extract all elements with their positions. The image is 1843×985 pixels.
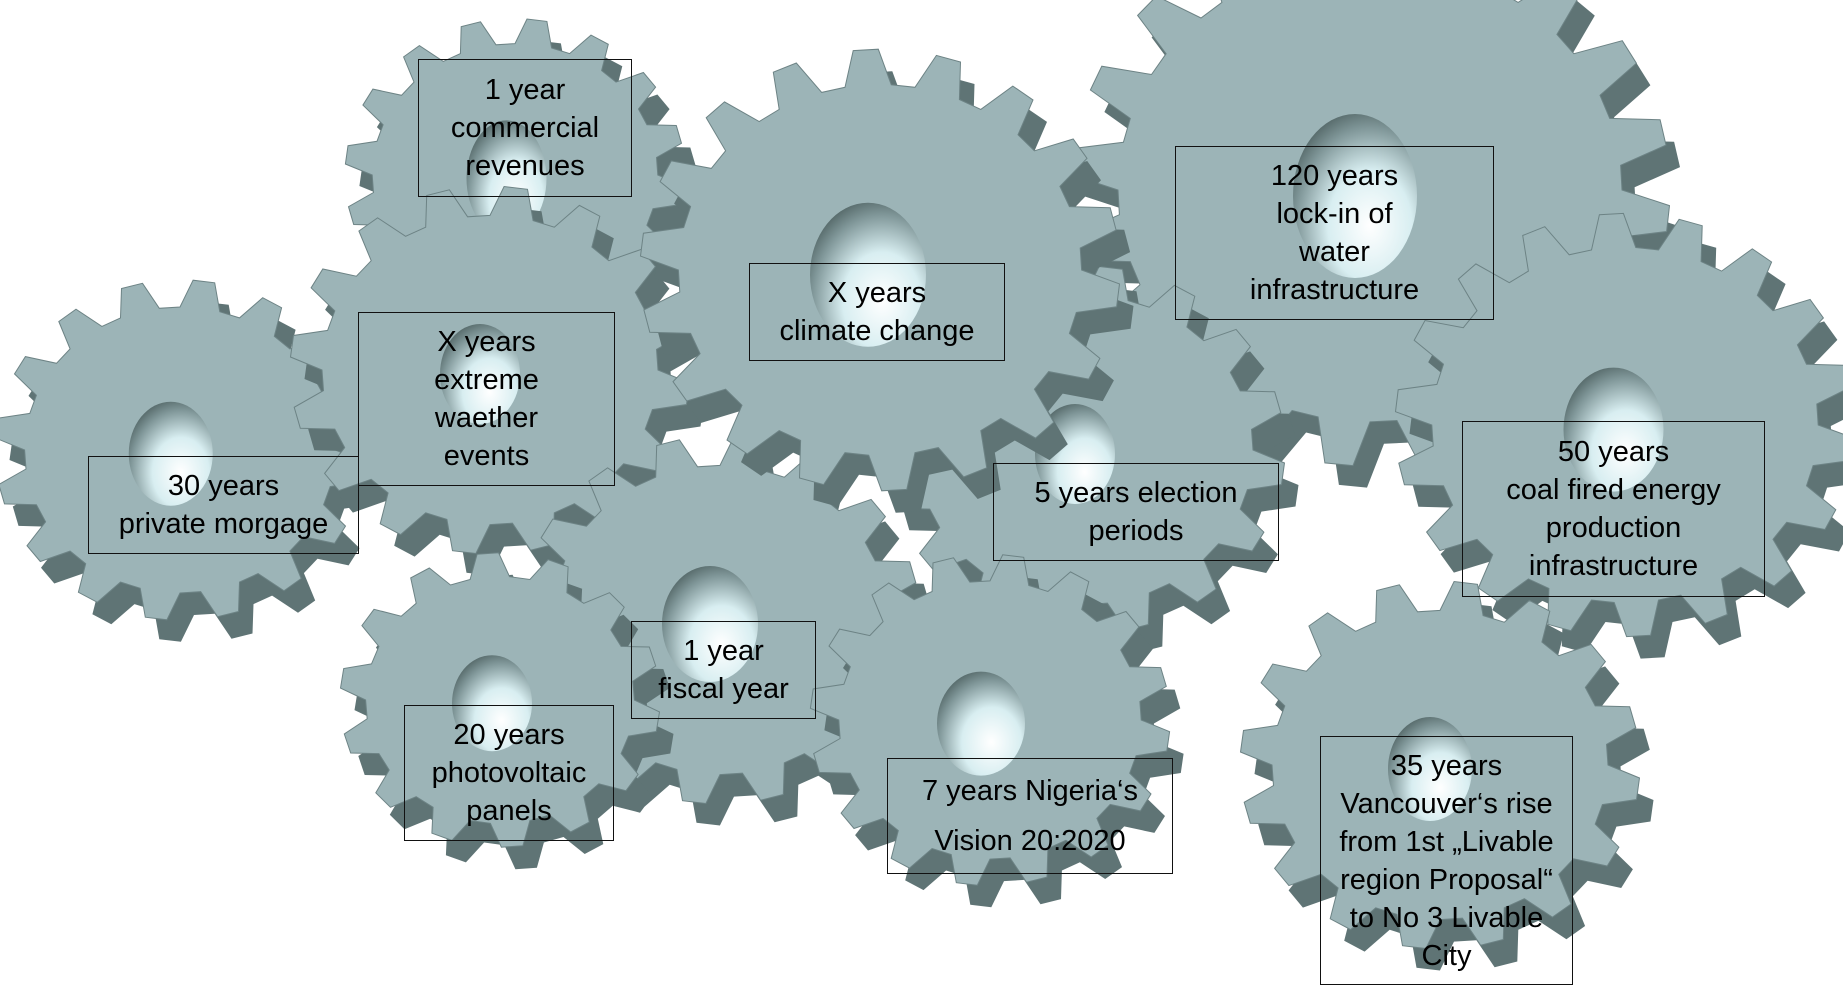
label-line: X years: [827, 277, 927, 309]
label-line: infrastructure: [1249, 274, 1420, 306]
gear-hole: [1388, 717, 1472, 821]
label-commercial-revenues: 1 year commercial revenues: [418, 59, 632, 197]
label-line: region Proposal“: [1340, 863, 1553, 896]
label-nigeria-vision: 7 years Nigeria‘s Vision 20:2020: [887, 758, 1173, 874]
label-line: revenues: [465, 150, 585, 182]
gear-bottom-middle: [809, 554, 1184, 908]
label-line: City: [1421, 939, 1472, 972]
label-line: private morgage: [118, 508, 329, 540]
gear-center: [639, 48, 1134, 513]
label-climate-change: X years climate change: [749, 263, 1005, 361]
label-extreme-weather: X years extreme waether events: [358, 312, 615, 486]
label-line: panels: [466, 795, 552, 827]
label-line: 20 years: [453, 719, 565, 751]
label-line: fiscal year: [658, 673, 789, 705]
label-line: 50 years: [1557, 436, 1670, 468]
label-line: climate change: [779, 315, 975, 347]
label-coal-energy: 50 years coal fired energy production in…: [1462, 421, 1765, 597]
gear-hole: [128, 401, 213, 506]
label-line: 1 year: [683, 635, 764, 667]
gear-hole: [1563, 367, 1664, 492]
gear-right: [1394, 212, 1843, 659]
gear-hole: [1293, 114, 1417, 278]
label-line: 120 years: [1270, 160, 1399, 192]
label-line: waether: [434, 402, 539, 434]
label-private-morgage: 30 years private morgage: [88, 456, 359, 554]
label-line: 5 years election: [1034, 477, 1238, 509]
label-election-periods: 5 years election periods: [993, 463, 1279, 561]
label-line: to No 3 Livable: [1349, 901, 1544, 934]
label-line: production: [1545, 512, 1682, 544]
label-water-infrastructure: 120 years lock-in of water infrastructur…: [1175, 146, 1494, 320]
label-line: water: [1299, 236, 1370, 268]
label-line: 1 year: [484, 74, 566, 106]
label-line: from 1st „Livable: [1339, 825, 1554, 858]
gear-bottom-right: [1239, 580, 1654, 971]
label-vancouver-livable: 35 years Vancouver‘s rise from 1st „Liva…: [1320, 736, 1573, 985]
label-fiscal-year: 1 year fiscal year: [631, 621, 816, 719]
label-line: coal fired energy: [1506, 474, 1721, 506]
label-photovoltaic-panels: 20 years photovoltaic panels: [404, 705, 614, 841]
label-line: periods: [1088, 515, 1184, 547]
label-line: photovoltaic: [431, 757, 587, 789]
label-line: lock-in of: [1276, 198, 1393, 230]
label-line: extreme: [434, 364, 539, 396]
gear-hole: [662, 566, 758, 682]
label-line: commercial: [450, 112, 600, 144]
label-line: infrastructure: [1528, 550, 1699, 582]
gear-hole: [937, 671, 1025, 776]
gear-hole: [810, 202, 926, 347]
label-line: events: [443, 440, 530, 472]
label-line: Vision 20:2020: [934, 825, 1126, 858]
gear-left: [0, 279, 379, 642]
label-line: X years: [437, 326, 536, 358]
label-line: Vancouver‘s rise: [1340, 787, 1553, 820]
gear-bottom-left: [339, 552, 674, 870]
label-line: 7 years Nigeria‘s: [922, 774, 1138, 807]
gear-hole: [452, 655, 532, 752]
label-line: 35 years: [1390, 749, 1503, 782]
label-line: 30 years: [167, 470, 280, 502]
gear-hole: [440, 324, 520, 424]
